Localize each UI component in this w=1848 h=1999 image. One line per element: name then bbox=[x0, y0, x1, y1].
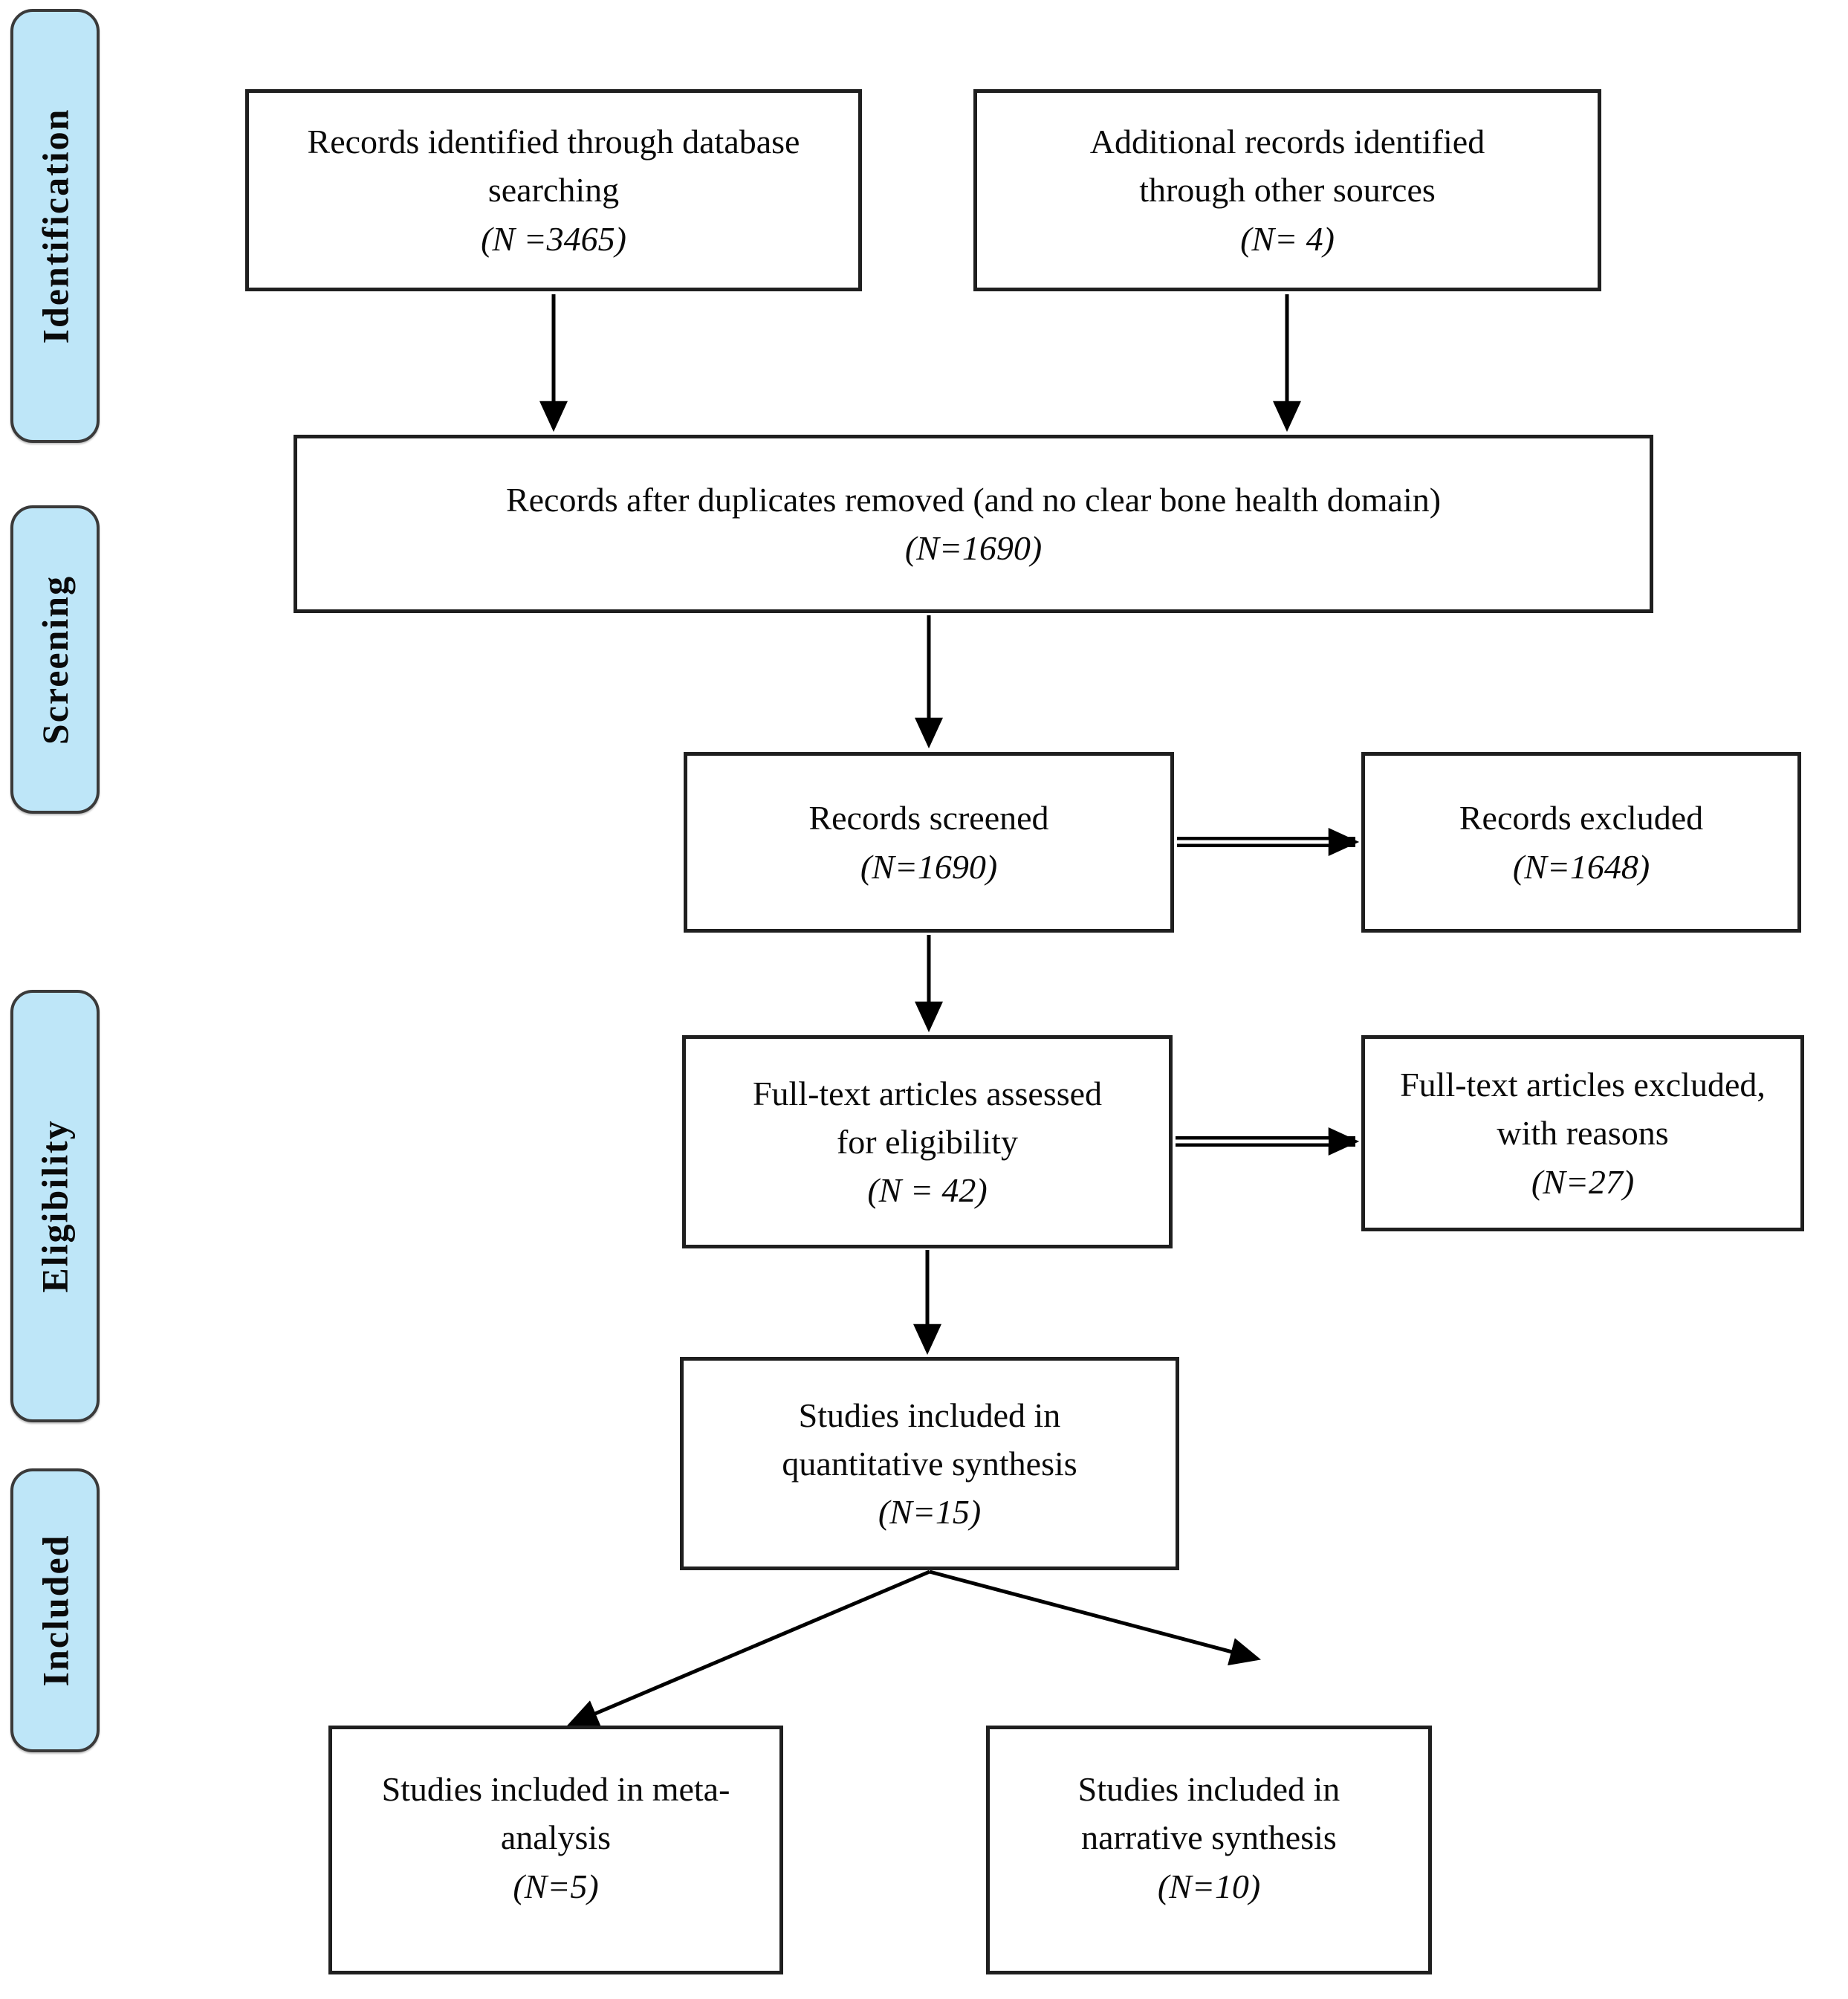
box-records-screened-text: Records screened bbox=[808, 799, 1049, 837]
box-duplicates-removed-count: (N=1690) bbox=[904, 529, 1043, 567]
box-quantitative-synthesis-text2: quantitative synthesis bbox=[782, 1444, 1077, 1483]
stage-eligibility-label: Eligibility bbox=[34, 1119, 77, 1293]
stage-eligibility: Eligibility bbox=[10, 990, 100, 1422]
box-fulltext-excluded-text: Full-text articles excluded, bbox=[1400, 1066, 1766, 1104]
box-records-identified: Records identified through database sear… bbox=[245, 89, 862, 291]
box-narrative-synthesis-text2: narrative synthesis bbox=[1081, 1818, 1337, 1857]
box-quantitative-synthesis-text: Studies included in bbox=[798, 1396, 1061, 1434]
stage-screening: Screening bbox=[10, 505, 100, 814]
box-fulltext-excluded-count: (N=27) bbox=[1531, 1162, 1635, 1201]
box-records-identified-text2: searching bbox=[487, 171, 620, 210]
arrow-split-right bbox=[929, 1569, 1262, 1666]
box-records-identified-text: Records identified through database bbox=[307, 123, 800, 161]
box-fulltext-excluded-text2: with reasons bbox=[1497, 1114, 1669, 1153]
box-records-screened-count: (N=1690) bbox=[860, 847, 998, 886]
stage-identification: Identification bbox=[10, 9, 100, 443]
box-quantitative-synthesis: Studies included in quantitative synthes… bbox=[680, 1357, 1179, 1570]
box-meta-analysis-text: Studies included in meta- bbox=[381, 1770, 730, 1808]
box-duplicates-removed: Records after duplicates removed (and no… bbox=[294, 435, 1653, 613]
box-additional-records-count: (N= 4) bbox=[1240, 219, 1335, 258]
box-records-excluded: Records excluded (N=1648) bbox=[1361, 752, 1801, 933]
box-fulltext-assessed-text: Full-text articles assessed bbox=[752, 1074, 1103, 1112]
box-narrative-synthesis: Studies included in narrative synthesis … bbox=[986, 1726, 1432, 1974]
box-narrative-synthesis-text: Studies included in bbox=[1077, 1770, 1340, 1808]
box-records-excluded-count: (N=1648) bbox=[1512, 847, 1650, 886]
box-duplicates-removed-text: Records after duplicates removed (and no… bbox=[505, 480, 1442, 519]
box-fulltext-assessed-text2: for eligibility bbox=[836, 1122, 1018, 1161]
box-additional-records: Additional records identified through ot… bbox=[973, 89, 1601, 291]
box-additional-records-text: Additional records identified bbox=[1089, 123, 1485, 161]
box-meta-analysis-count: (N=5) bbox=[513, 1867, 599, 1905]
box-fulltext-assessed: Full-text articles assessed for eligibil… bbox=[682, 1035, 1173, 1248]
stage-screening-label: Screening bbox=[34, 574, 76, 745]
box-quantitative-synthesis-count: (N=15) bbox=[878, 1493, 982, 1532]
box-records-excluded-text: Records excluded bbox=[1459, 799, 1704, 837]
box-records-identified-count: (N =3465) bbox=[481, 219, 626, 258]
box-meta-analysis: Studies included in meta- analysis (N=5) bbox=[328, 1726, 783, 1974]
box-fulltext-excluded: Full-text articles excluded, with reason… bbox=[1361, 1035, 1804, 1231]
stage-included: Included bbox=[10, 1468, 100, 1752]
stage-included-label: Included bbox=[34, 1534, 76, 1687]
box-narrative-synthesis-count: (N=10) bbox=[1157, 1867, 1261, 1905]
box-fulltext-assessed-count: (N = 42) bbox=[867, 1171, 988, 1210]
arrow-split-left bbox=[567, 1569, 930, 1727]
stage-identification-label: Identification bbox=[34, 108, 76, 344]
box-meta-analysis-text2: analysis bbox=[500, 1818, 612, 1857]
box-additional-records-text2: through other sources bbox=[1139, 171, 1436, 210]
box-records-screened: Records screened (N=1690) bbox=[684, 752, 1174, 933]
